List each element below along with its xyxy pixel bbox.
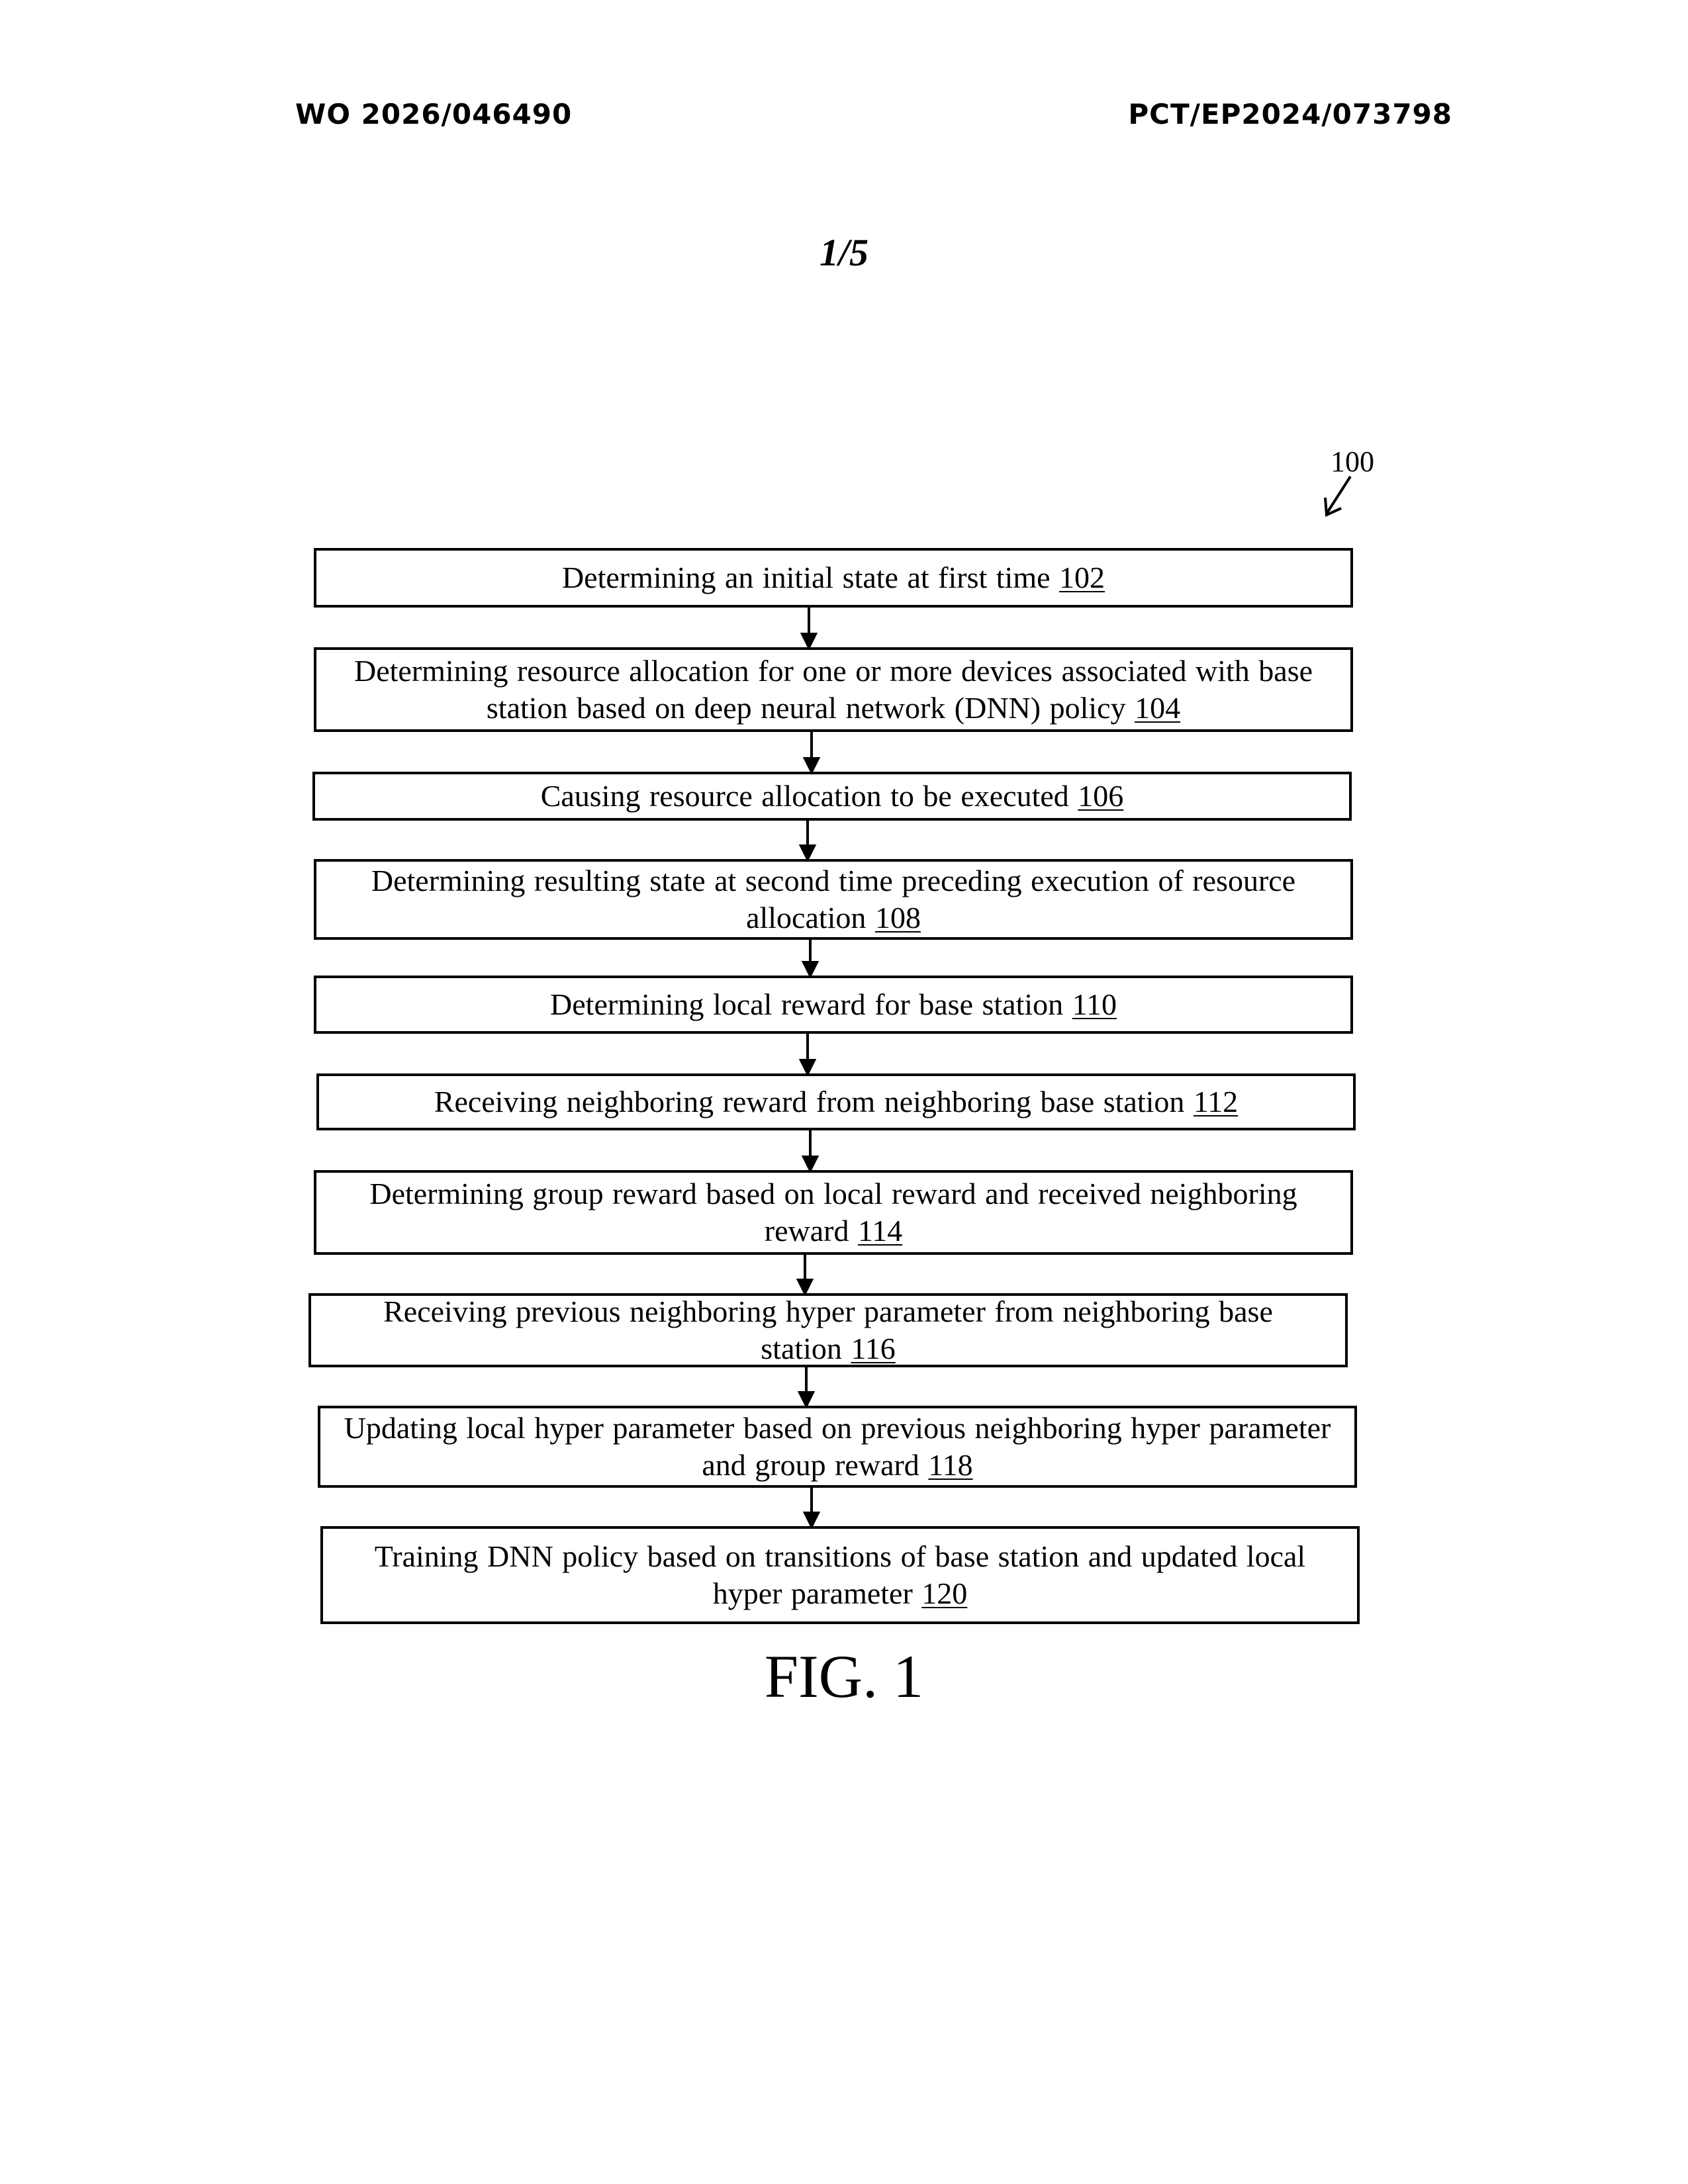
flow-arrow-4 xyxy=(804,940,817,976)
flow-arrow-3 xyxy=(801,821,814,859)
flow-arrow-9 xyxy=(805,1488,818,1526)
figure-caption: FIG. 1 xyxy=(0,1641,1688,1711)
flow-arrow-6 xyxy=(804,1130,817,1170)
flow-arrow-5 xyxy=(801,1034,814,1073)
flow-arrow-7 xyxy=(798,1255,812,1293)
flow-arrow-1 xyxy=(802,608,816,647)
flow-arrow-8 xyxy=(800,1367,813,1406)
flow-arrow-2 xyxy=(805,732,818,772)
